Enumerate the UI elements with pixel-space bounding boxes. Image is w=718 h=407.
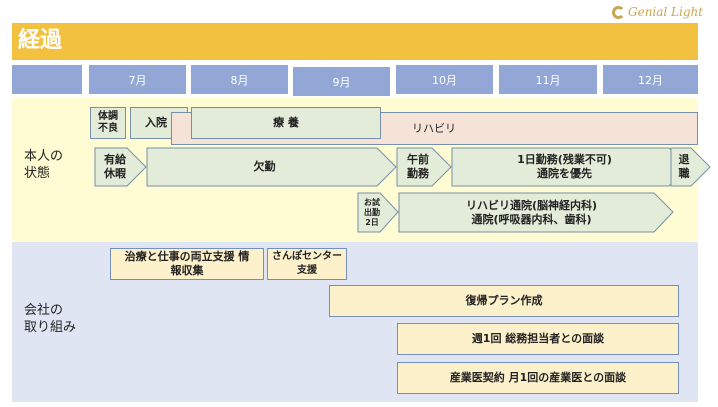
month-header-nov: 11月 <box>499 65 597 94</box>
month-header-dec: 12月 <box>603 65 698 94</box>
recuperation-box: 療 養 <box>191 107 381 139</box>
return-plan-box: 復帰プラン作成 <box>329 285 679 317</box>
logo-mark-icon <box>612 5 625 19</box>
absence-label: 欠勤 <box>253 160 276 173</box>
poor-health-box: 体調 不良 <box>90 107 126 139</box>
paid-leave-label: 有給 休暇 <box>104 153 126 180</box>
morning-work-label: 午前 勤務 <box>407 153 429 180</box>
month-header-jul: 7月 <box>89 65 186 94</box>
month-header-sep: 9月 <box>293 67 390 96</box>
hospital-visits-arrow <box>398 192 674 233</box>
occupational-doctor-box: 産業医契約 月1回の産業医との面談 <box>397 362 679 394</box>
paid-leave-arrow <box>94 147 147 187</box>
retirement-arrow <box>670 147 711 187</box>
full-day-label: 1日勤務(残業不可) 通院を優先 <box>517 153 612 180</box>
month-header-blank <box>12 65 82 94</box>
company-actions-label: 会社の 取り組み <box>24 303 77 335</box>
month-header-oct: 10月 <box>396 65 493 94</box>
person-status-label: 本人の 状態 <box>24 149 64 181</box>
sanpo-center-box: さんぽセンター 支援 <box>267 248 347 280</box>
title-bar <box>12 23 698 60</box>
month-header-aug: 8月 <box>191 65 288 94</box>
brand-logo: Genial Light <box>612 2 703 22</box>
trial-work-arrow <box>357 192 399 233</box>
weekly-meeting-box: 週1回 総務担当者との面談 <box>397 323 679 355</box>
retirement-label: 退 職 <box>678 153 690 180</box>
hospital-visits-label: リハビリ通院(脳神経内科) 通院(呼吸器内科、歯科) <box>465 198 598 226</box>
trial-work-label: お試 出勤 2日 <box>364 197 380 227</box>
info-collection-box: 治療と仕事の両立支援 情 報収集 <box>110 248 264 280</box>
logo-text: Genial Light <box>628 5 704 19</box>
absence-arrow <box>146 147 397 187</box>
morning-work-arrow <box>396 147 452 187</box>
page-title: 経過 <box>18 28 63 53</box>
